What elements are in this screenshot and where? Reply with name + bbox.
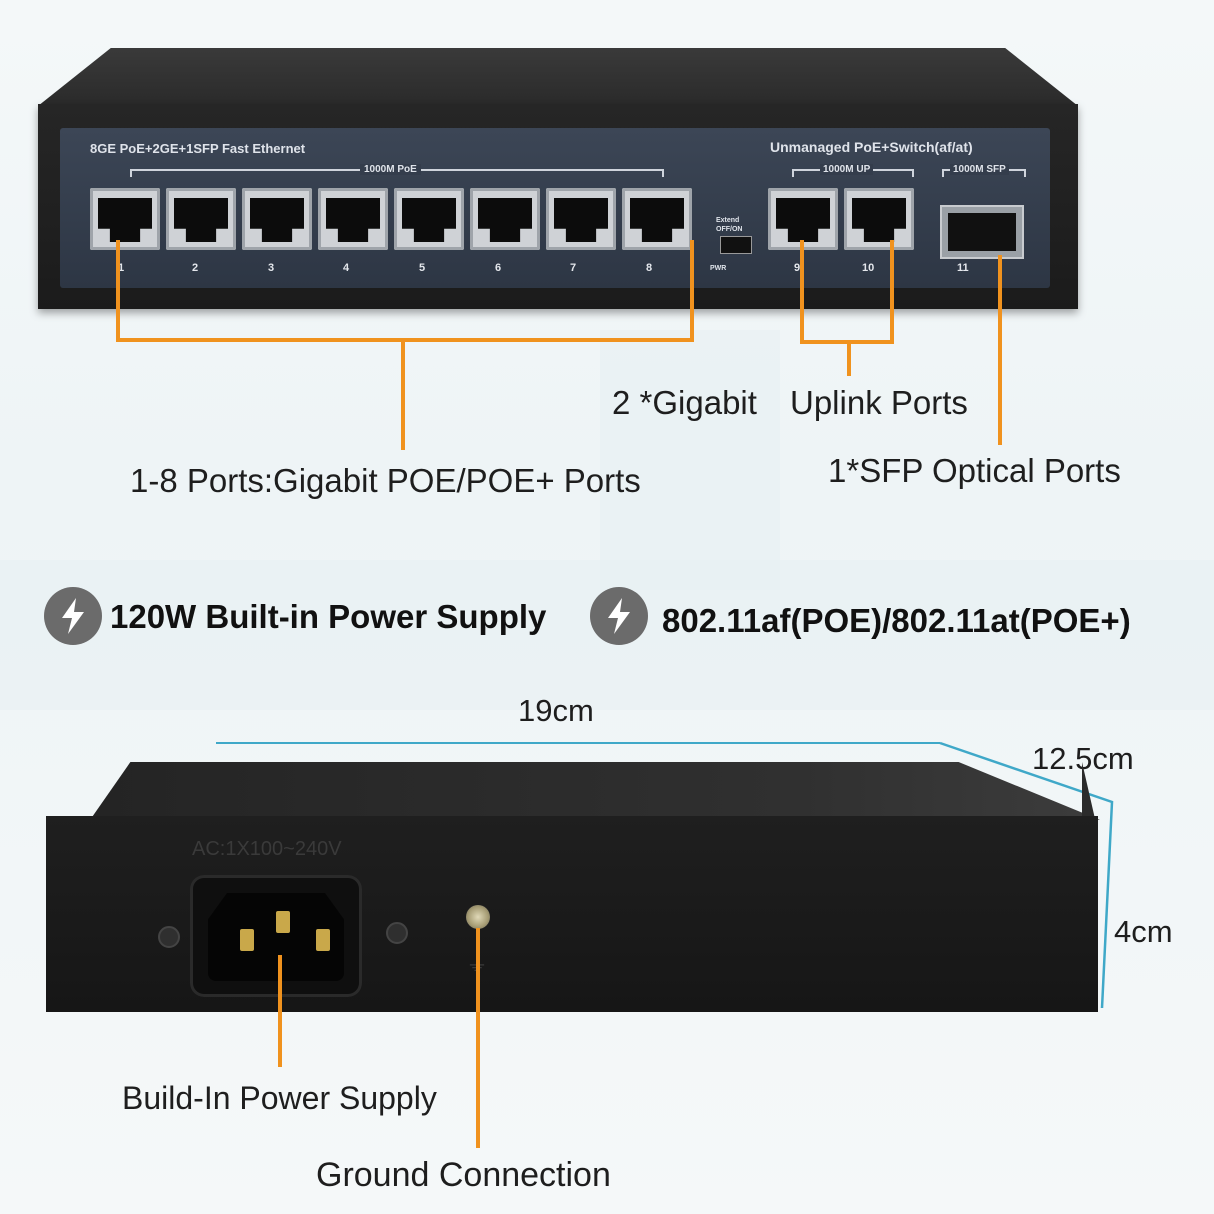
port-number: 1	[118, 262, 125, 274]
panel-right-title: Unmanaged PoE+Switch(af/at)	[770, 139, 973, 155]
port-number: 7	[570, 262, 577, 274]
switch-top-back-view	[90, 762, 1100, 820]
poe-group-label: 1000M PoE	[360, 164, 421, 175]
sfp-group-label: 1000M SFP	[950, 164, 1009, 175]
uplink-group-label: 1000M UP	[820, 164, 874, 175]
ground-leader	[476, 928, 480, 1148]
feature-poe-standard: 802.11af(POE)/802.11at(POE+)	[662, 602, 1131, 639]
ground-callout: Ground Connection	[316, 1156, 611, 1194]
power-inlet	[190, 875, 362, 997]
port-number: 6	[495, 262, 502, 274]
port-number: 3	[268, 262, 275, 274]
depth-line	[939, 741, 1114, 1009]
dimension-height: 4cm	[1114, 914, 1173, 949]
port-number: 11	[957, 262, 969, 274]
power-pin	[240, 929, 254, 951]
power-pin	[316, 929, 330, 951]
power-pin	[276, 911, 290, 933]
poe-port-6	[470, 188, 540, 250]
ground-screw	[466, 905, 490, 929]
uplink-port-9	[768, 188, 838, 250]
uplink-port-10	[844, 188, 914, 250]
lightning-bolt-icon	[590, 587, 648, 645]
uplink-leader-stem	[847, 340, 851, 376]
switch-top-front-view	[38, 48, 1078, 106]
poe-port-1	[90, 188, 160, 250]
background-block	[600, 330, 780, 590]
poe-port-3	[242, 188, 312, 250]
poe-leader-left	[116, 240, 120, 340]
screw-icon	[158, 926, 180, 948]
uplink-leader-right	[890, 240, 894, 344]
port-number: 2	[192, 262, 199, 274]
uplink-leader-left	[800, 240, 804, 344]
port-number: 4	[343, 262, 350, 274]
poe-leader-stem	[401, 338, 405, 450]
panel-left-title: 8GE PoE+2GE+1SFP Fast Ethernet	[90, 141, 306, 156]
port-number: 5	[419, 262, 426, 274]
power-supply-callout: Build-In Power Supply	[122, 1080, 437, 1116]
sfp-leader	[998, 255, 1002, 445]
poe-port-4	[318, 188, 388, 250]
poe-leader-bar	[116, 338, 694, 342]
port-number: 9	[794, 262, 801, 274]
power-leader	[278, 955, 282, 1067]
pwr-label: PWR	[710, 265, 727, 272]
poe-port-7	[546, 188, 616, 250]
screw-icon	[386, 922, 408, 944]
poe-leader-right	[690, 240, 694, 340]
extend-switch	[720, 236, 752, 254]
feature-power-supply: 120W Built-in Power Supply	[110, 598, 547, 635]
port-number: 8	[646, 262, 653, 274]
lightning-bolt-icon	[44, 587, 102, 645]
poe-port-2	[166, 188, 236, 250]
poe-port-5	[394, 188, 464, 250]
width-line	[216, 742, 940, 744]
uplink-callout-b: Uplink Ports	[790, 384, 968, 421]
sfp-callout: 1*SFP Optical Ports	[828, 452, 1121, 489]
uplink-callout-a: 2 *Gigabit	[612, 384, 757, 421]
poe-ports-callout: 1-8 Ports:Gigabit POE/POE+ Ports	[130, 462, 641, 499]
port-number: 10	[862, 262, 875, 274]
poe-port-8	[622, 188, 692, 250]
embossed-voltage: AC:1X100~240V	[192, 838, 342, 860]
sfp-port-11	[940, 205, 1024, 259]
extend-label: Extend OFF/ON	[716, 217, 743, 233]
dimension-width: 19cm	[518, 693, 594, 728]
